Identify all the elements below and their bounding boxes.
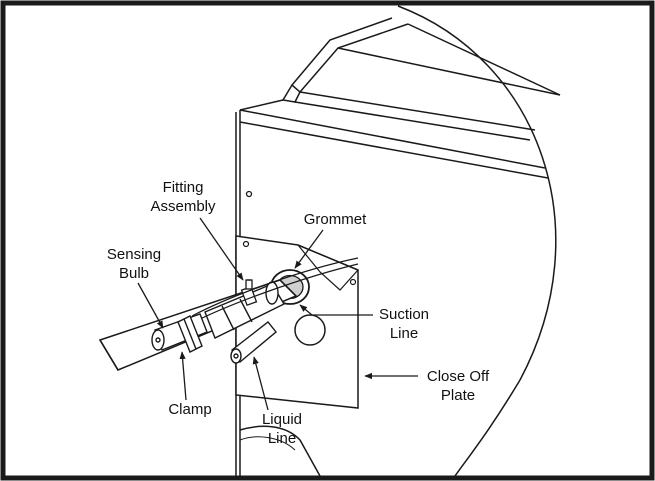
grommet-label: Grommet	[304, 211, 367, 228]
clamp	[177, 315, 203, 353]
liquid-leader	[252, 356, 269, 411]
liquid-line-tube	[230, 321, 277, 364]
suction-label-1: Suction	[379, 306, 429, 323]
access-corner	[239, 425, 321, 477]
sensing-label-1: Sensing	[107, 246, 161, 263]
suction-label-2: Line	[390, 325, 418, 342]
sensing-leader	[137, 282, 164, 329]
crop-circle	[397, 5, 557, 477]
clamp-leader	[179, 351, 187, 401]
fitting-leader	[199, 217, 244, 281]
plate-knockout	[294, 314, 326, 346]
fitting-label-1: Fitting	[163, 179, 204, 196]
liquid-label-2: Line	[268, 430, 296, 447]
leader-lines	[137, 217, 418, 411]
close-off-plate	[235, 235, 360, 409]
sensing-bulb	[151, 313, 208, 351]
insulation-sleeve	[204, 281, 285, 339]
fitting-label-2: Assembly	[150, 198, 216, 215]
suction-leader	[299, 304, 373, 316]
capillary-tube	[191, 257, 359, 317]
sensing-label-2: Bulb	[119, 265, 149, 282]
unit-top-panel	[239, 17, 561, 179]
access-corner-inner	[239, 436, 296, 451]
clamp-label: Clamp	[168, 401, 211, 418]
liquid-label-1: Liquid	[262, 411, 302, 428]
grommet-leader	[294, 229, 324, 269]
callout-labels: Fitting Assembly Grommet Sensing Bulb Su…	[107, 179, 490, 447]
close-off-label-2: Plate	[441, 387, 475, 404]
capillary-tube-2	[193, 263, 359, 323]
fitting-assembly	[240, 279, 258, 307]
close-off-label-1: Close Off	[427, 368, 490, 385]
